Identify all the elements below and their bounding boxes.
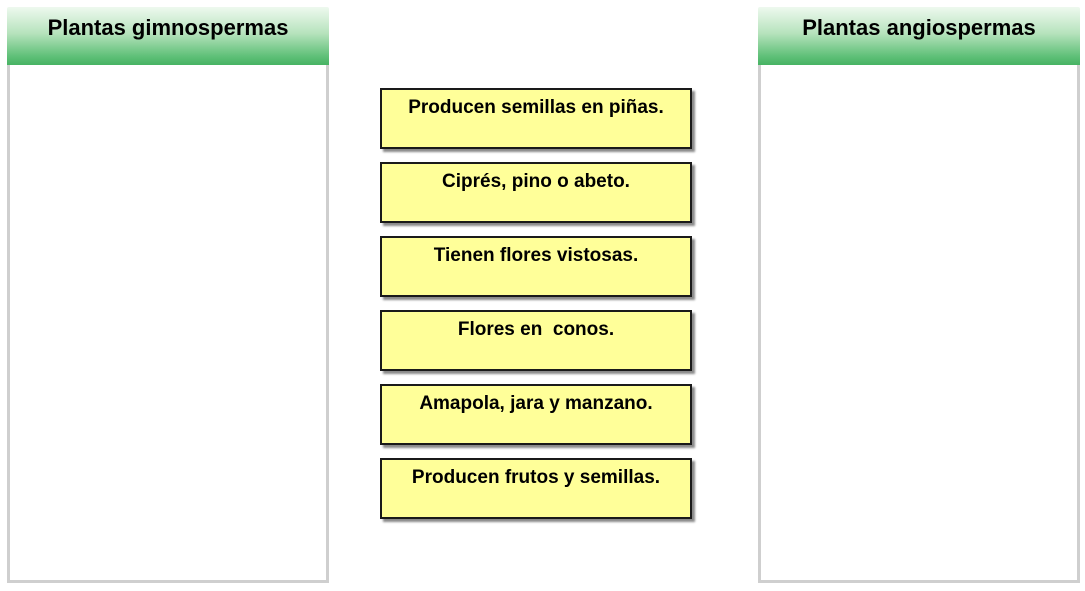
angiosperms-column-title: Plantas angiospermas (758, 7, 1080, 65)
gymnosperms-column-title: Plantas gimnospermas (7, 7, 329, 65)
draggable-card-showy-flowers[interactable]: Tienen flores vistosas. (380, 236, 692, 297)
draggable-card-fruits-and-seeds[interactable]: Producen frutos y semillas. (380, 458, 692, 519)
draggable-card-flowers-in-cones[interactable]: Flores en conos. (380, 310, 692, 371)
gymnosperms-drop-zone[interactable] (7, 65, 329, 583)
angiosperms-drop-column[interactable]: Plantas angiospermas (758, 7, 1080, 583)
draggable-card-seeds-in-cones[interactable]: Producen semillas en piñas. (380, 88, 692, 149)
draggable-card-list: Producen semillas en piñas. Ciprés, pino… (380, 88, 692, 532)
gymnosperms-drop-column[interactable]: Plantas gimnospermas (7, 7, 329, 583)
draggable-card-poppy-rockrose-apple[interactable]: Amapola, jara y manzano. (380, 384, 692, 445)
draggable-card-cypress-pine-fir[interactable]: Ciprés, pino o abeto. (380, 162, 692, 223)
angiosperms-drop-zone[interactable] (758, 65, 1080, 583)
